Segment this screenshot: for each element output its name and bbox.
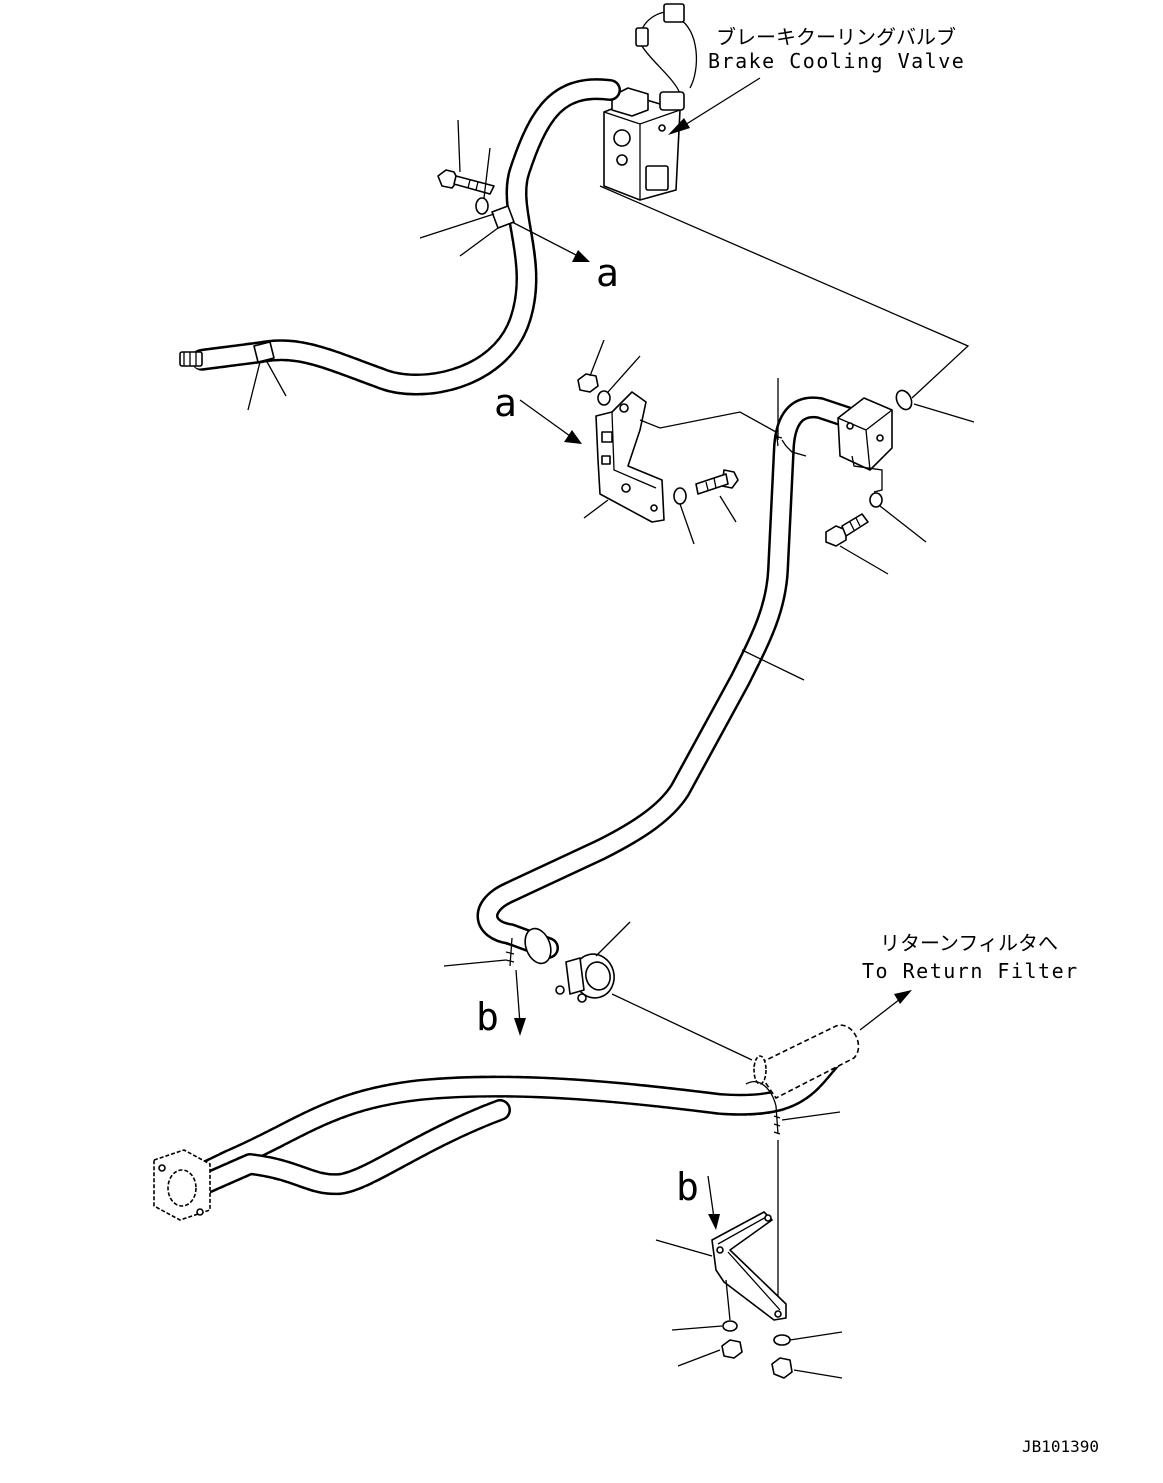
washer-bracket — [597, 355, 641, 406]
o-ring — [895, 389, 975, 423]
ref-b-clip: b — [476, 995, 499, 1039]
pipe-flange — [153, 1149, 211, 1221]
nut-bracket — [577, 339, 605, 393]
nut-b-right — [771, 1357, 843, 1379]
bolt-bracket — [695, 469, 739, 523]
brake-cooling-valve — [603, 3, 698, 201]
washer-upper-left — [475, 147, 491, 215]
harness-clip-lower — [247, 341, 287, 411]
hose-clamp — [555, 921, 631, 1003]
washer-right — [869, 492, 927, 543]
nut-b-left — [677, 1339, 743, 1367]
washer-b-left — [671, 1320, 738, 1332]
washer-b-right — [773, 1331, 843, 1346]
ref-a-bracket: a — [494, 381, 517, 425]
washer-bracket-lower — [673, 487, 695, 545]
filter-label-jp: リターンフィルタへ — [880, 931, 1058, 955]
bracket-b — [711, 1211, 787, 1321]
drawing-code: JB101390 — [1022, 1437, 1099, 1456]
valve-label-jp: ブレーキクーリングバルブ — [716, 25, 956, 49]
flange-block — [837, 397, 893, 471]
pipe-end-filter — [753, 1024, 860, 1099]
filter-label-en: To Return Filter — [862, 959, 1079, 983]
valve-label-en: Brake Cooling Valve — [708, 49, 965, 73]
bolt-right — [825, 513, 889, 575]
harness-clip-upper — [419, 205, 515, 257]
ref-b-bracket: b — [676, 1165, 699, 1209]
bracket-a — [595, 391, 665, 523]
bolt-upper-left — [437, 119, 495, 195]
ref-a-top: a — [596, 251, 619, 295]
